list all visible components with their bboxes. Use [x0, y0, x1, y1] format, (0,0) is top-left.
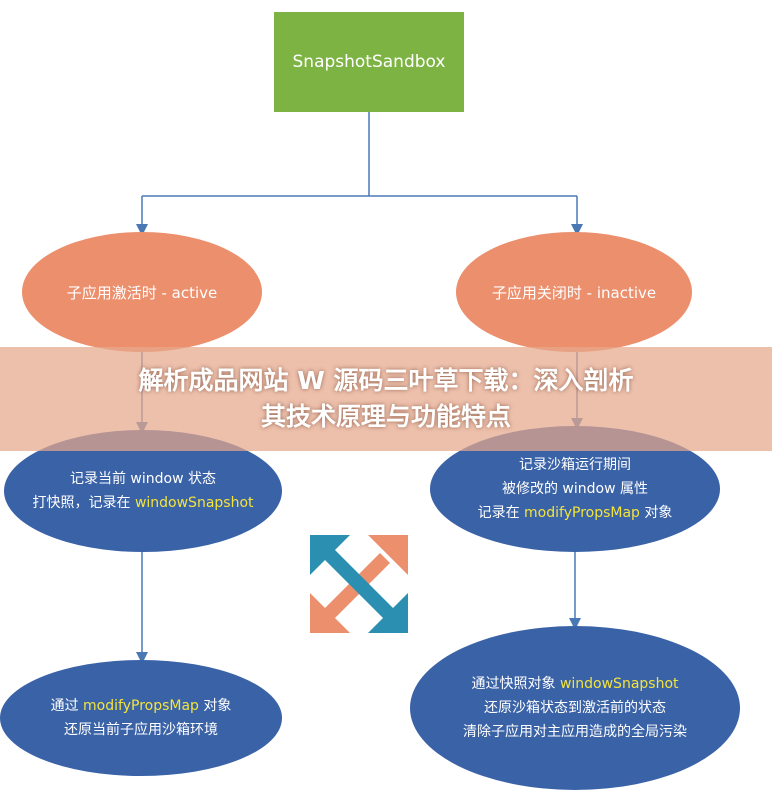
record-window-line2: 打快照，记录在 windowSnapshot [32, 491, 253, 515]
restore-props-line1-post: 对象 [198, 698, 232, 714]
active-label: 子应用激活时 - active [66, 283, 218, 302]
banner-line1: 解析成品网站 W 源码三叶草下载：深入剖析 [138, 366, 634, 395]
record-window-line2-text: 打快照，记录在 [32, 495, 135, 511]
record-window-line1: 记录当前 window 状态 [69, 471, 216, 487]
restore-snapshot-node: 通过快照对象 windowSnapshot 还原沙箱状态到激活前的状态 清除子应… [410, 626, 740, 790]
active-node: 子应用激活时 - active [22, 232, 262, 352]
expand-arrows-icon [310, 535, 408, 633]
restore-props-line1-pre: 通过 [50, 698, 84, 714]
record-props-line2: 被修改的 window 属性 [501, 481, 648, 497]
highlight-modify-props-map-2: modifyPropsMap [83, 698, 199, 714]
restore-snapshot-line1: 通过快照对象 windowSnapshot [471, 672, 678, 696]
banner-line2: 其技术原理与功能特点 [260, 402, 511, 431]
inactive-label: 子应用关闭时 - inactive [491, 283, 657, 302]
highlight-window-snapshot: windowSnapshot [134, 495, 254, 511]
record-props-line3-post: 对象 [639, 505, 673, 521]
highlight-modify-props-map: modifyPropsMap [524, 505, 640, 521]
restore-snapshot-line2: 还原沙箱状态到激活前的状态 [484, 700, 666, 716]
restore-props-line2: 还原当前子应用沙箱环境 [64, 722, 218, 738]
restore-snapshot-line1-pre: 通过快照对象 [471, 676, 560, 692]
root-label: SnapshotSandbox [292, 52, 446, 72]
restore-props-line1: 通过 modifyPropsMap 对象 [51, 694, 232, 718]
root-node: SnapshotSandbox [274, 12, 464, 112]
title-banner: 解析成品网站 W 源码三叶草下载：深入剖析 其技术原理与功能特点 [0, 347, 772, 451]
restore-props-node: 通过 modifyPropsMap 对象 还原当前子应用沙箱环境 [0, 660, 282, 776]
record-props-line3: 记录在 modifyPropsMap 对象 [478, 501, 673, 525]
record-props-line1: 记录沙箱运行期间 [519, 457, 631, 473]
record-props-line3-pre: 记录在 [477, 505, 525, 521]
inactive-node: 子应用关闭时 - inactive [456, 232, 692, 352]
highlight-window-snapshot-2: windowSnapshot [559, 676, 679, 692]
restore-snapshot-line3: 清除子应用对主应用造成的全局污染 [463, 724, 687, 740]
